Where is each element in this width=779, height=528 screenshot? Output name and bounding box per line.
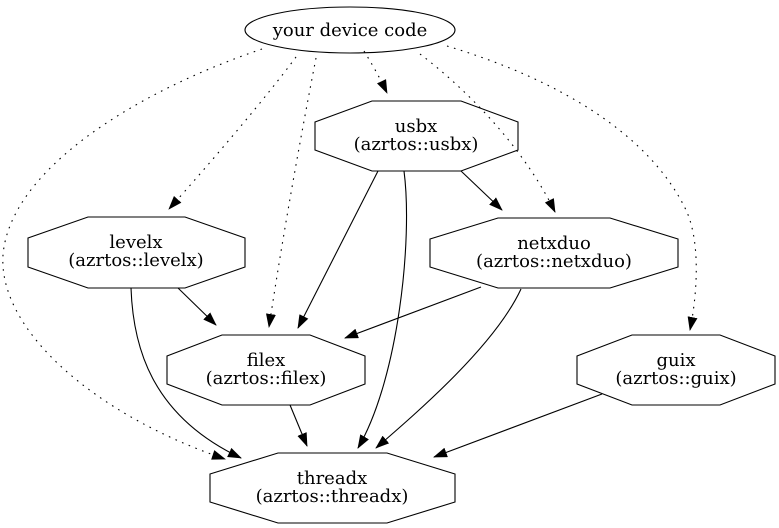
node-threadx-title: threadx	[297, 468, 368, 489]
edge-usbx-filex	[297, 170, 379, 329]
node-levelx-shape	[27, 216, 246, 289]
node-guix: guix (azrtos::guix)	[576, 334, 776, 406]
edge-usbx-netxduo	[460, 170, 503, 211]
node-filex-subtitle: (azrtos::filex)	[206, 368, 327, 389]
node-netxduo-title: netxduo	[517, 233, 591, 254]
edge-netxduo-threadx	[375, 288, 522, 449]
node-threadx-shape	[209, 452, 456, 524]
edge-netxduo-filex	[344, 286, 482, 339]
edge-usbx-threadx	[357, 170, 408, 449]
edge-guix-threadx	[433, 393, 603, 458]
node-guix-subtitle: (azrtos::guix)	[615, 368, 736, 389]
node-threadx: threadx (azrtos::threadx)	[209, 452, 456, 524]
node-usbx-shape	[314, 100, 519, 172]
edge-device-usbx	[363, 50, 388, 94]
node-netxduo-shape	[429, 217, 679, 289]
node-device: your device code	[244, 6, 456, 54]
edge-device-levelx	[168, 56, 297, 210]
node-filex-shape	[166, 334, 366, 406]
node-device-label: your device code	[272, 20, 428, 41]
node-guix-shape	[576, 334, 776, 406]
node-netxduo: netxduo (azrtos::netxduo)	[429, 217, 679, 289]
node-usbx-subtitle: (azrtos::usbx)	[354, 134, 479, 155]
edge-filex-threadx	[289, 404, 308, 447]
edge-levelx-filex	[177, 287, 217, 326]
node-guix-title: guix	[656, 350, 695, 371]
node-levelx-subtitle: (azrtos::levelx)	[68, 250, 203, 271]
edge-device-threadx	[2, 48, 263, 460]
edge-layer	[2, 45, 698, 460]
node-filex-title: filex	[247, 350, 286, 371]
node-levelx-title: levelx	[109, 232, 162, 253]
node-netxduo-subtitle: (azrtos::netxduo)	[476, 251, 632, 272]
node-levelx: levelx (azrtos::levelx)	[27, 216, 246, 289]
node-threadx-subtitle: (azrtos::threadx)	[256, 486, 409, 507]
edge-device-guix	[446, 45, 698, 331]
edge-device-filex	[266, 57, 317, 328]
edge-levelx-threadx	[130, 287, 242, 459]
node-usbx-title: usbx	[395, 116, 438, 137]
edge-device-netxduo	[419, 53, 556, 213]
node-device-shape	[244, 6, 456, 54]
node-filex: filex (azrtos::filex)	[166, 334, 366, 406]
node-usbx: usbx (azrtos::usbx)	[314, 100, 519, 172]
